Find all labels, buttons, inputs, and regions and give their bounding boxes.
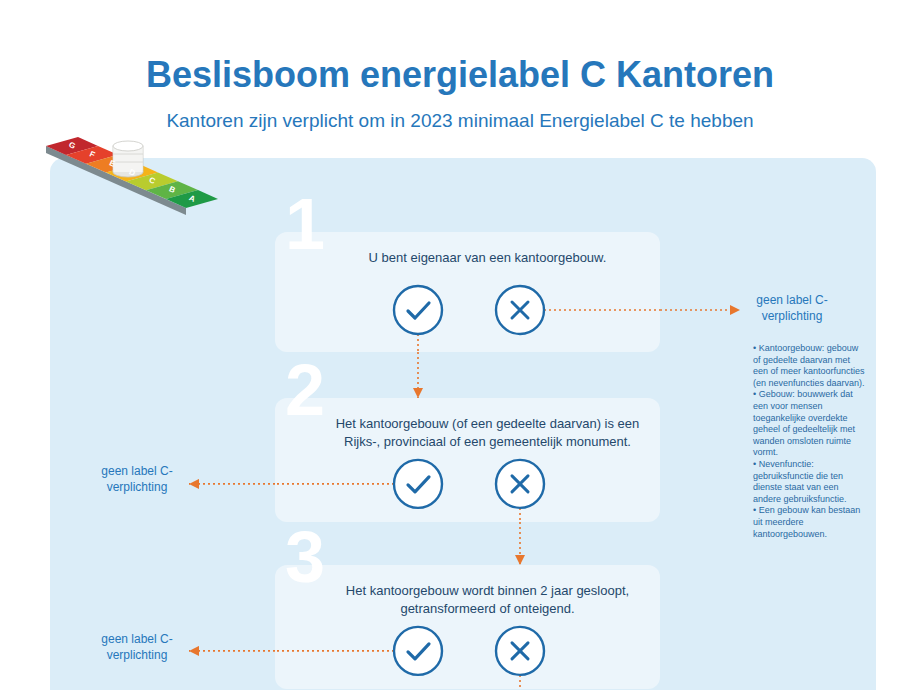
- flow-arrow: [519, 522, 521, 565]
- question-box: 1U bent eigenaar van een kantoorgebouw.: [275, 232, 660, 352]
- definition-note: • Een gebouw kan bestaan uit meerdere ka…: [753, 505, 865, 540]
- question-text: Het kantoorgebouw wordt binnen 2 jaar ge…: [331, 582, 644, 619]
- step-number: 3: [285, 521, 325, 593]
- dotted-lead: [417, 334, 419, 352]
- check-symbol: [394, 286, 442, 334]
- outcome-note: geen label C- verplichting: [744, 293, 840, 324]
- flow-arrow: [660, 309, 740, 311]
- outcome-text: geen label C- verplichting: [744, 293, 840, 324]
- dotted-lead: [275, 483, 394, 485]
- flow-arrow: [189, 650, 275, 652]
- dotted-lead: [544, 309, 660, 311]
- label-letter: C: [145, 174, 159, 189]
- flow-arrow: [189, 483, 275, 485]
- dotted-lead: [519, 675, 521, 690]
- subtitle: Kantoren zijn verplicht om in 2023 minim…: [0, 110, 920, 133]
- definition-note: • Gebouw: bouwwerk dat een voor mensen t…: [753, 389, 865, 459]
- label-letter: E: [105, 156, 119, 171]
- outcome-text: geen label C- verplichting: [89, 464, 185, 495]
- dotted-lead: [519, 508, 521, 522]
- energy-label-strip: [46, 137, 218, 215]
- outcome-note: geen label C- verplichting: [89, 464, 185, 495]
- label-letter: A: [185, 192, 199, 207]
- label-letter: G: [65, 138, 79, 153]
- cross-symbol: [496, 627, 544, 675]
- step-number: 1: [285, 188, 325, 260]
- cross-symbol: [496, 460, 544, 508]
- label-letter: F: [85, 147, 99, 162]
- question-text: Het kantoorgebouw (of een gedeelte daarv…: [331, 415, 644, 452]
- label-letter: D: [125, 165, 139, 180]
- outcome-text: geen label C- verplichting: [89, 632, 185, 663]
- definition-note: • Kantoorgebouw: gebouw of gedeelte daar…: [753, 343, 865, 389]
- title: Beslisboom energielabel C Kantoren: [0, 54, 920, 95]
- label-letter: B: [165, 183, 179, 198]
- question-text: U bent eigenaar van een kantoorgebouw.: [331, 249, 644, 267]
- dotted-lead: [275, 650, 394, 652]
- check-symbol: [394, 460, 442, 508]
- check-symbol: [394, 627, 442, 675]
- outcome-note: geen label C- verplichting: [89, 632, 185, 663]
- flow-arrow: [417, 352, 419, 398]
- question-box: 3Het kantoorgebouw wordt binnen 2 jaar g…: [275, 565, 660, 689]
- question-box: 2Het kantoorgebouw (of een gedeelte daar…: [275, 398, 660, 522]
- panel: [50, 158, 876, 690]
- step-number: 2: [285, 354, 325, 426]
- cross-symbol: [496, 286, 544, 334]
- definition-note: • Nevenfunctie: gebruiksfunctie die ten …: [753, 459, 865, 505]
